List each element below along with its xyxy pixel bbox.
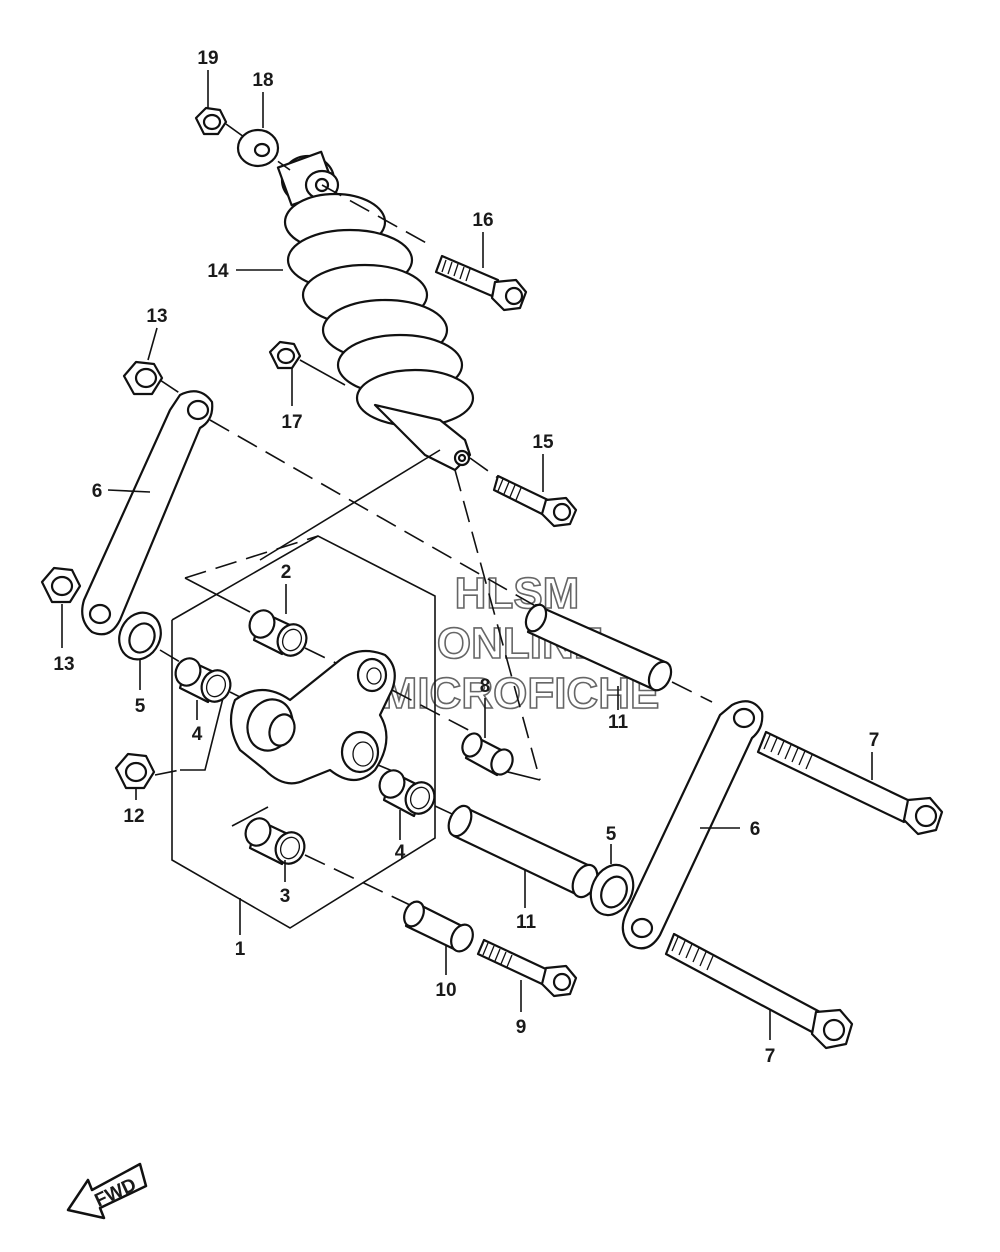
leader-lines [61,70,873,1040]
callout-4-right: 4 [395,842,406,863]
bearing-3 [244,817,411,906]
callout-19: 19 [197,48,218,69]
cushion-rod-right [621,700,764,950]
collar-11-lower [447,804,599,899]
callout-1: 1 [235,939,246,960]
nut-13-lower [40,566,82,604]
callout-12: 12 [123,806,144,827]
callout-9: 9 [516,1017,527,1038]
callout-16: 16 [472,210,493,231]
rear-shock-absorber [276,150,475,472]
bolt-15 [469,457,578,528]
watermark-line-3: MICROFICHE [381,669,660,718]
callout-5-left: 5 [135,696,146,717]
bolt-9 [476,938,578,998]
bearing-4-right [378,769,466,821]
callout-11-upper: 11 [608,712,629,733]
callout-6-left: 6 [92,481,103,502]
nut-17 [268,340,346,386]
collar-8 [461,732,514,777]
bearing-4-left [174,657,259,707]
cushion-lever [229,649,479,785]
callout-11-lower: 11 [516,912,537,933]
collar-10 [403,900,474,953]
callout-13-lower: 13 [53,654,74,675]
watermark-line-1: HLSM [455,569,580,618]
bolt-7-upper [756,730,944,836]
lever-assembly-outline [171,535,436,929]
callout-3: 3 [280,886,291,907]
callout-15: 15 [532,432,554,453]
bearing-2 [248,609,341,666]
cushion-rod-left [81,390,561,636]
callout-17: 17 [281,412,302,433]
callout-6-right: 6 [750,819,761,840]
callout-labels: 19 18 16 14 13 17 15 6 2 13 5 8 11 7 4 1… [53,48,879,1067]
callout-2: 2 [281,562,292,583]
bolt-16 [434,254,528,312]
washer-18 [236,128,280,168]
callout-14: 14 [207,261,229,282]
nut-13-upper [122,360,191,401]
collar-11-upper [524,603,713,703]
forward-arrow-icon: FWD [66,1162,148,1220]
callout-7-lower: 7 [765,1046,776,1067]
nut-12 [114,752,181,790]
callout-7-upper: 7 [869,730,880,751]
callout-8: 8 [480,676,491,697]
callout-4-left: 4 [192,724,203,745]
callout-18: 18 [252,70,273,91]
callout-5-right: 5 [606,824,617,845]
bolt-7-lower [664,932,854,1050]
callout-13-upper: 13 [146,306,167,327]
callout-10: 10 [435,980,456,1001]
seal-5-left [118,611,186,666]
seal-5-right [589,863,635,917]
